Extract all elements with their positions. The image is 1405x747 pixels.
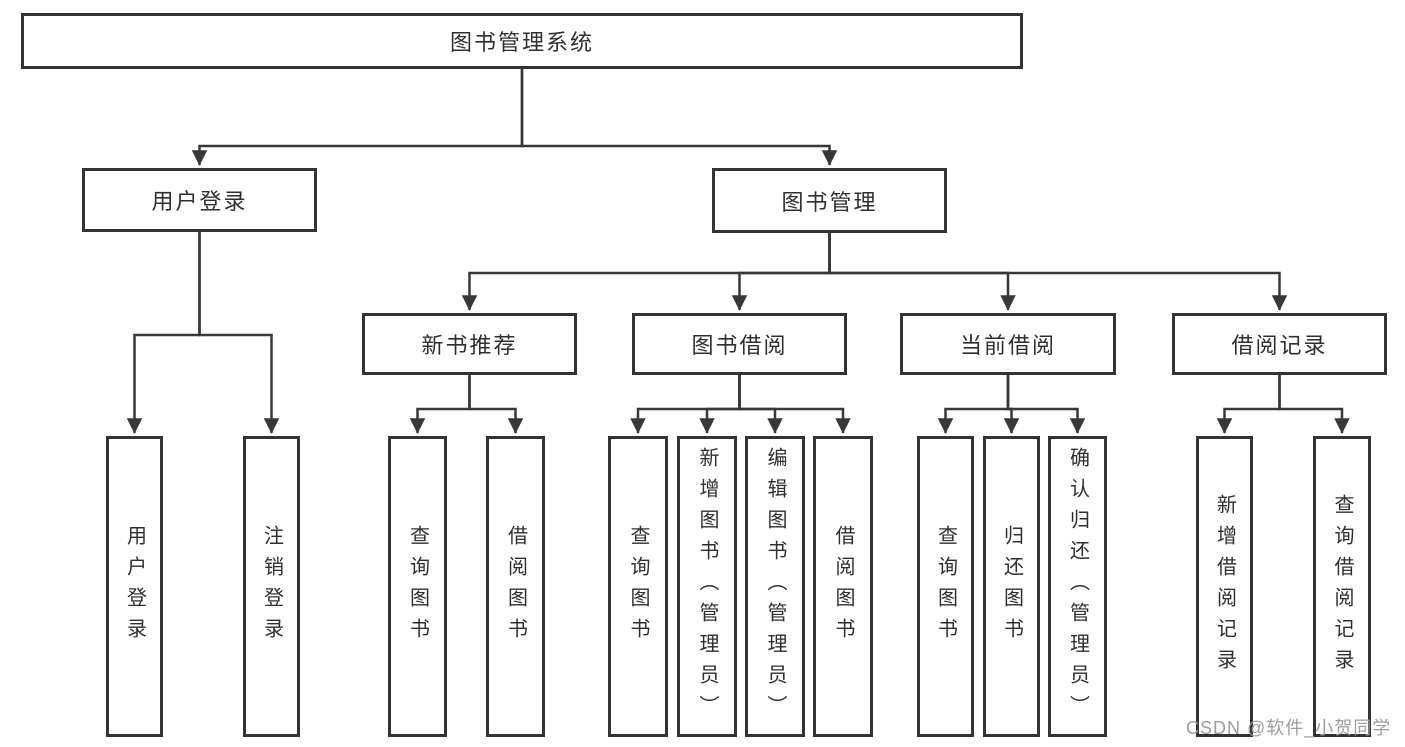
connector-br-leaf2: [1278, 375, 1350, 434]
connector-bb-leaf3: [738, 375, 783, 434]
connector-bb-leaf4: [738, 375, 851, 434]
node-label: 图书管理: [781, 189, 878, 215]
node-label: 图书借阅: [691, 333, 788, 358]
connector-root-book-management: [520, 69, 838, 166]
leaf-borrow-books-recommend: 借阅图书: [486, 436, 545, 737]
node-label: 新增图书（管理员）: [696, 447, 718, 726]
node-book-borrowing: 图书借阅: [632, 313, 847, 375]
leaf-add-borrow-record: 新增借阅记录: [1196, 436, 1253, 737]
connector-bm-current-borrow: [828, 233, 1016, 311]
connector-br-leaf1: [1216, 375, 1281, 434]
connector-cb-leaf3: [1006, 375, 1086, 434]
node-label: 归还图书: [1000, 524, 1023, 649]
node-label: 当前借阅: [959, 333, 1056, 358]
node-label: 用户登录: [123, 524, 146, 649]
node-label: 注销登录: [260, 524, 283, 649]
connector-bm-new-book: [461, 233, 831, 311]
leaf-query-books-recommend: 查询图书: [388, 436, 447, 737]
leaf-add-books-admin: 新增图书（管理员）: [677, 436, 737, 737]
leaf-query-borrow-record: 查询借阅记录: [1313, 436, 1371, 737]
leaf-query-books-current: 查询图书: [917, 436, 974, 737]
node-label: 用户登录: [151, 189, 248, 214]
leaf-borrow-books: 借阅图书: [813, 436, 873, 737]
leaf-user-login: 用户登录: [106, 436, 163, 737]
watermark: CSDN @软件_小贺同学: [1186, 718, 1392, 738]
connector-bb-leaf1: [630, 375, 741, 434]
node-label: 查询借阅记录: [1331, 493, 1353, 680]
connector-user-login-leaf1: [126, 232, 201, 434]
connector-root-user-login: [191, 69, 524, 166]
leaf-logout: 注销登录: [243, 436, 300, 737]
node-library-management-system: 图书管理系统: [21, 13, 1023, 69]
connector-bm-book-borrow: [731, 233, 831, 311]
connector-bm-borrow-record: [828, 233, 1288, 311]
node-new-book-recommendation: 新书推荐: [362, 313, 577, 375]
node-label: 新书推荐: [421, 333, 518, 358]
node-label: 确认归还（管理员）: [1066, 447, 1089, 726]
node-label: 查询图书: [627, 524, 649, 649]
connector-user-login-leaf2: [198, 232, 280, 434]
node-label: 查询图书: [406, 524, 429, 649]
node-label: 编辑图书（管理员）: [764, 447, 786, 726]
node-label: 新增借阅记录: [1213, 493, 1236, 680]
connector-nb-leaf1: [409, 375, 471, 434]
leaf-edit-books-admin: 编辑图书（管理员）: [745, 436, 805, 737]
connector-bb-leaf2: [699, 375, 741, 434]
leaf-query-books-borrow: 查询图书: [608, 436, 668, 737]
node-label: 借阅图书: [504, 524, 527, 649]
node-current-borrowing: 当前借阅: [900, 313, 1116, 375]
node-label: 图书管理系统: [449, 30, 594, 55]
node-borrowing-records: 借阅记录: [1172, 313, 1387, 375]
connector-cb-leaf1: [937, 375, 1010, 434]
node-label: 借阅记录: [1231, 333, 1328, 358]
leaf-confirm-return-admin: 确认归还（管理员）: [1048, 436, 1107, 737]
node-user-login: 用户登录: [82, 168, 317, 232]
connector-nb-leaf2: [468, 375, 524, 434]
node-label: 查询图书: [934, 524, 957, 649]
leaf-return-books: 归还图书: [983, 436, 1040, 737]
node-label: 借阅图书: [832, 524, 854, 649]
node-book-management: 图书管理: [712, 168, 947, 233]
